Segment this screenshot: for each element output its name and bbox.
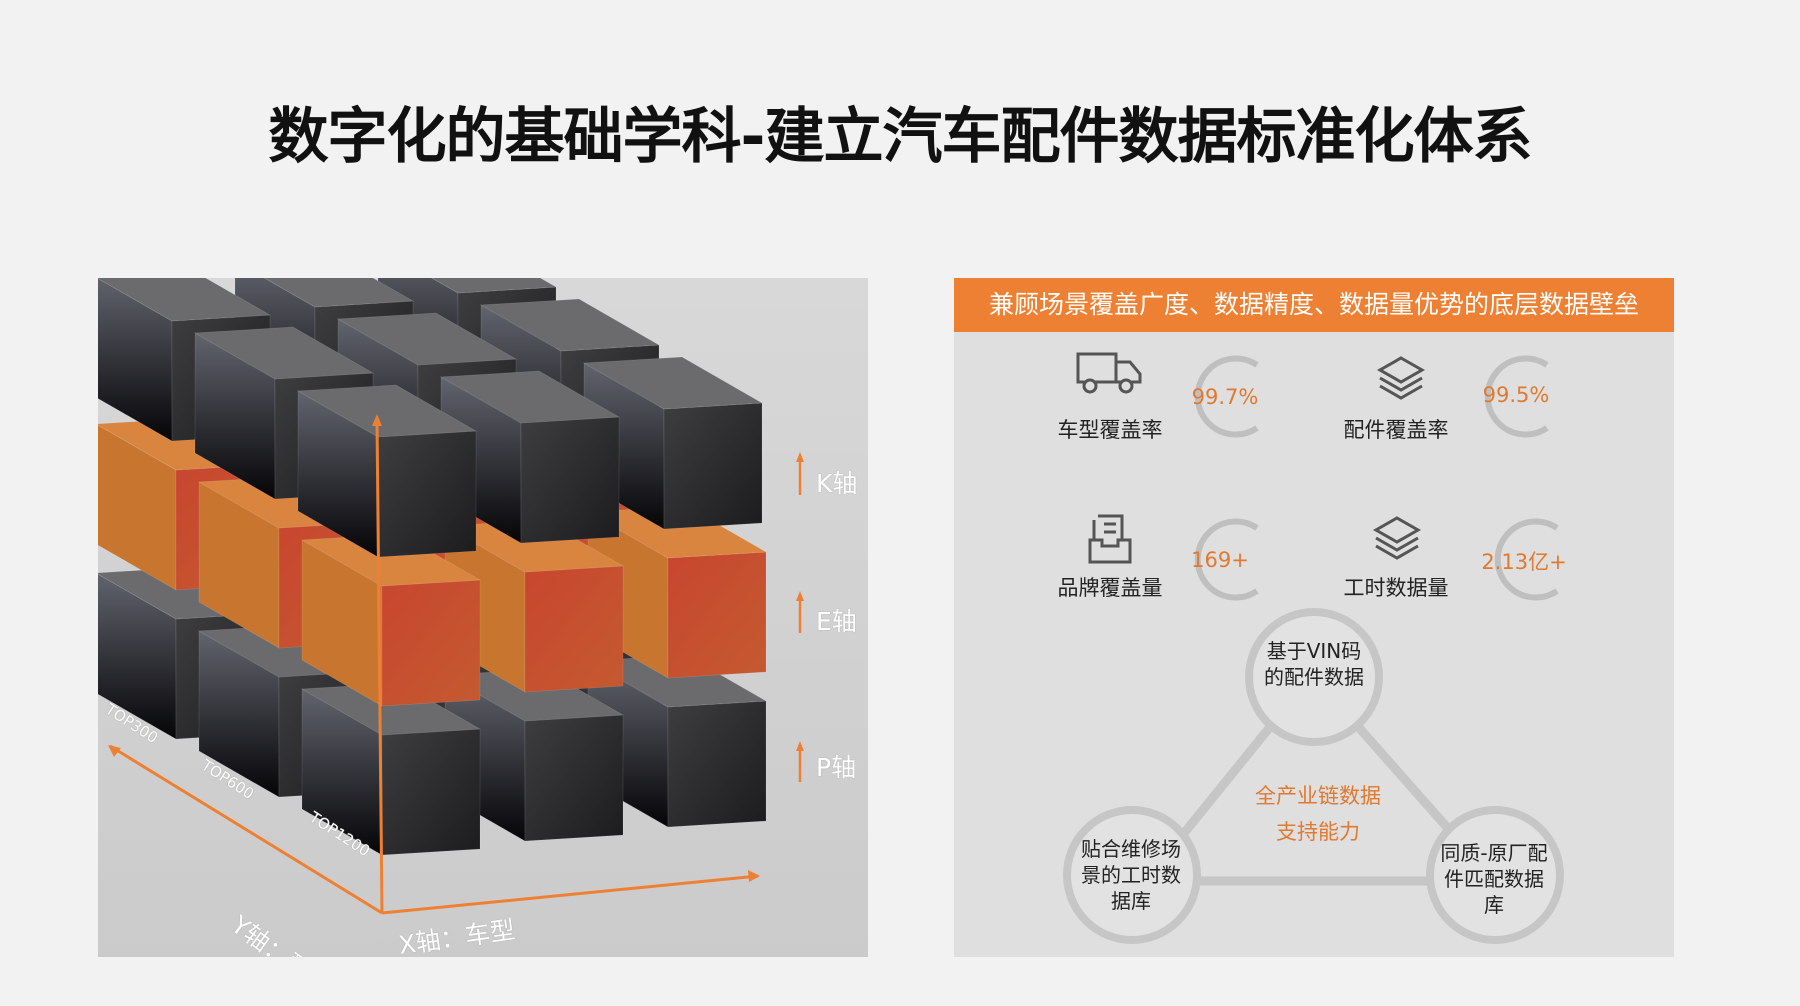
stat-ring	[1194, 355, 1259, 438]
cube-front-face	[381, 728, 481, 856]
layer-arrowhead	[796, 741, 804, 751]
node-labor-text: 贴合维修场景的工时数据库	[1081, 837, 1181, 913]
p-axis-label: P轴	[816, 753, 857, 782]
cube-front-face	[520, 416, 620, 544]
node-labor	[1063, 806, 1201, 944]
center-text-line2: 支持能力	[1276, 820, 1360, 844]
y-axis-arrowhead	[108, 745, 121, 757]
cube-front-face	[667, 700, 767, 828]
cube-top-face	[582, 356, 764, 410]
stat-value: 99.5%	[1482, 383, 1550, 407]
cube-front-face	[377, 430, 477, 558]
stat-ring	[1494, 518, 1559, 601]
stat-value: 169+	[1191, 548, 1249, 572]
stat-value: 2.13亿+	[1481, 550, 1567, 574]
stat-label: 品牌覆盖量	[1057, 576, 1163, 600]
node-vin-text: 基于VIN码的配件数据	[1264, 639, 1364, 689]
z-axis-arrowhead	[372, 414, 382, 426]
x-axis-arrowhead	[748, 870, 760, 882]
data-barrier-panel: 兼顾场景覆盖广度、数据精度、数据量优势的底层数据壁垒 车型覆盖率 配件覆盖率 品…	[954, 278, 1674, 957]
cube-top-face	[296, 384, 478, 438]
truck-icon	[1076, 352, 1142, 394]
stat-label: 工时数据量	[1343, 576, 1449, 600]
cube-top-face	[431, 278, 558, 294]
center-text-line1: 全产业链数据	[1255, 784, 1381, 808]
cube-top-face	[439, 370, 621, 424]
document-tray-icon	[1088, 514, 1132, 564]
stat-ring	[1194, 518, 1259, 601]
cube-front-face	[667, 551, 767, 679]
z-axis-line	[375, 419, 384, 914]
y-axis-line	[109, 744, 383, 915]
stat-ring	[1484, 355, 1549, 438]
cube-front-face	[524, 565, 624, 693]
e-axis-label: E轴	[816, 607, 857, 636]
cube-top-face	[193, 326, 375, 380]
page-title: 数字化的基础学科-建立汽车配件数据标准化体系	[268, 102, 1533, 172]
node-oem-text: 同质-原厂配件匹配数据库	[1440, 841, 1548, 917]
stat-rings-and-triangle	[1063, 355, 1564, 944]
data-cube-figure: K轴 E轴 P轴 X轴：车型 Y轴：配件 TOP300 TOP600 TOP12…	[98, 278, 868, 957]
layer-arrowhead	[796, 452, 804, 462]
stat-value: 99.7%	[1191, 385, 1259, 409]
layers-icon	[1376, 356, 1426, 400]
stat-label: 车型覆盖率	[1057, 418, 1163, 442]
panel-header: 兼顾场景覆盖广度、数据精度、数据量优势的底层数据壁垒	[954, 278, 1674, 332]
cube-front-face	[381, 579, 481, 707]
layer-arrowhead	[796, 591, 804, 601]
stat-label: 配件覆盖率	[1343, 418, 1449, 442]
cube-front-face	[524, 714, 624, 842]
cube-top-face	[479, 298, 661, 352]
node-oem	[1426, 806, 1564, 944]
cube-top-face	[98, 278, 272, 322]
cube-front-face	[663, 402, 763, 530]
x-axis-line	[381, 874, 759, 915]
layers-icon	[1372, 516, 1422, 560]
cube-top-face	[263, 278, 415, 308]
k-axis-label: K轴	[816, 469, 858, 498]
cube-diagram	[98, 278, 804, 915]
node-vin	[1245, 608, 1383, 746]
cube-top-face	[336, 312, 518, 366]
